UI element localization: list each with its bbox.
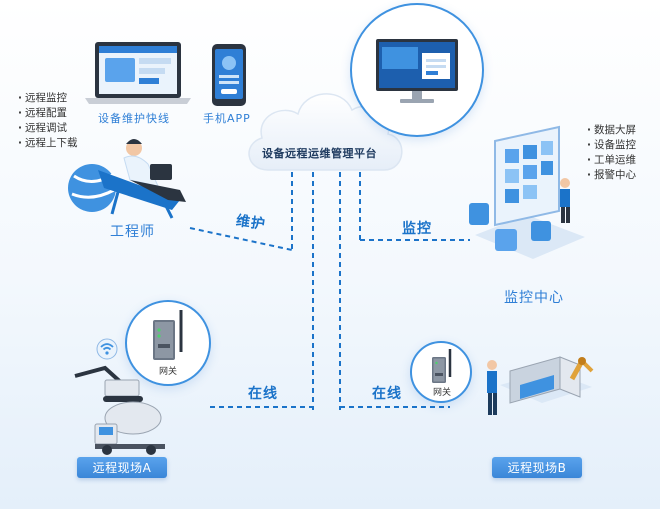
edge-label-maintain: 维护: [234, 212, 267, 234]
cloud-platform: [238, 70, 408, 184]
gateway-icon: [153, 310, 183, 360]
engineer-feature: 远程监控: [18, 91, 78, 106]
laptop-illustration: [83, 40, 193, 114]
cloud-label: 设备远程运维管理平台: [262, 147, 377, 160]
line-engineer: [189, 227, 293, 251]
site-a-gateway-label: 网关: [159, 367, 178, 377]
monitor-circle: [350, 3, 484, 137]
gateway-icon: [432, 349, 452, 383]
monitor-feature: 设备监控: [587, 138, 636, 153]
site-a-machinery-illustration: [65, 360, 185, 459]
site-a-gateway-circle: [125, 300, 211, 386]
wifi-icon: [96, 338, 118, 364]
engineer-feature: 远程上下载: [18, 136, 78, 151]
monitor-center-label: 监控中心: [504, 290, 564, 306]
engineer-feature: 远程配置: [18, 106, 78, 121]
monitor-feature: 报警中心: [587, 168, 636, 183]
engineer-feature-list: 远程监控 远程配置 远程调试 远程上下载: [18, 91, 78, 151]
cloud-icon: [248, 93, 403, 171]
monitor-feature-list: 数据大屏 设备监控 工单运维 报警中心: [587, 123, 636, 183]
site-a-badge: 远程现场A: [77, 457, 167, 478]
desktop-monitor-icon: [376, 39, 458, 103]
monitor-feature: 数据大屏: [587, 123, 636, 138]
site-b-gateway-label: 网关: [433, 388, 452, 398]
engineer-feature: 远程调试: [18, 121, 78, 136]
engineer-label: 工程师: [110, 224, 155, 240]
site-b-factory-illustration: [480, 345, 600, 439]
edge-label-online-b: 在线: [372, 386, 402, 402]
monitor-feature: 工单运维: [587, 153, 636, 168]
monitor-center-illustration: [465, 125, 590, 269]
phone-illustration: [211, 43, 247, 111]
laptop-caption: 设备维护快线: [98, 112, 170, 125]
engineer-illustration: [68, 130, 208, 224]
edge-label-monitor: 监控: [402, 221, 432, 237]
edge-label-online-a: 在线: [248, 386, 278, 402]
site-b-badge: 远程现场B: [492, 457, 582, 478]
phone-caption: 手机APP: [203, 112, 251, 125]
site-b-gateway-circle: [410, 341, 472, 403]
